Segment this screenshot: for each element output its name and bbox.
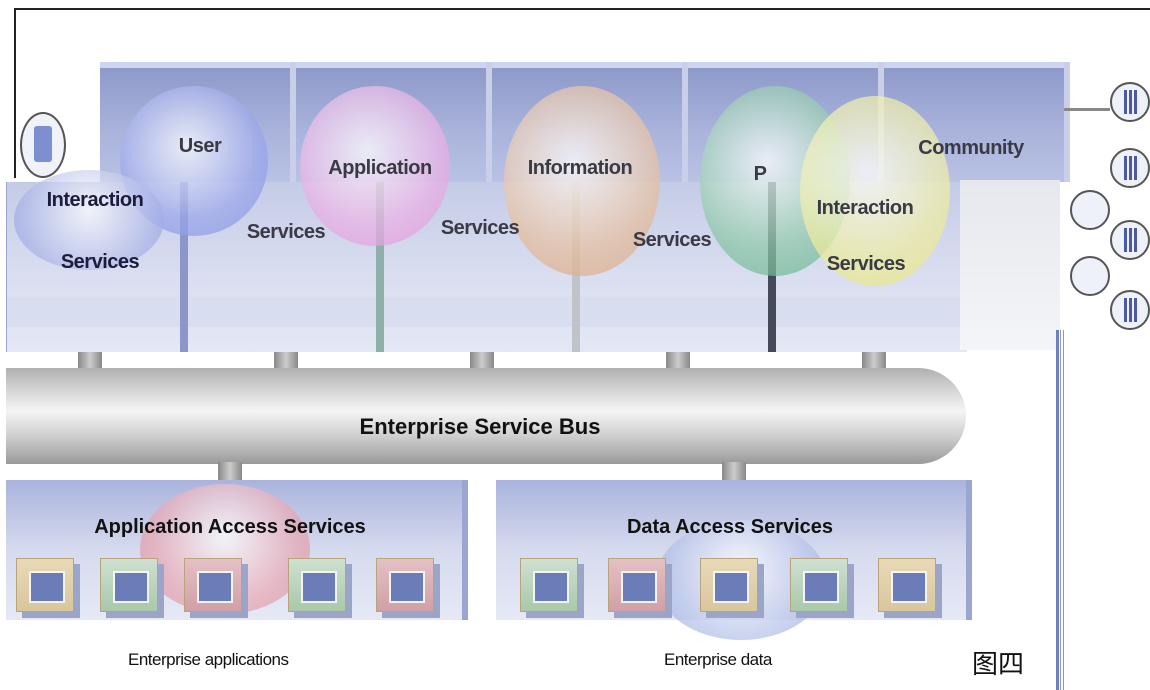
connector xyxy=(722,462,746,482)
gear-icon xyxy=(1070,256,1110,296)
interaction-bubble xyxy=(14,170,164,270)
data-access-label: Data Access Services xyxy=(626,516,834,538)
partner-interaction-label: Interaction xyxy=(816,197,914,219)
enterprise-applications-caption: Enterprise applications xyxy=(128,650,289,669)
connector-fan xyxy=(960,180,1060,350)
figure-label: 图四 xyxy=(972,649,1025,679)
column-divider xyxy=(180,182,188,352)
database-icon xyxy=(878,558,936,612)
interaction-services-label: Interaction xyxy=(46,189,144,211)
community-bubble xyxy=(800,96,950,286)
application-bubble xyxy=(300,86,450,246)
esb-label: Enterprise Service Bus xyxy=(359,414,601,439)
connector xyxy=(78,352,102,370)
frame-left-line xyxy=(14,8,16,178)
application-access-label: Application Access Services xyxy=(94,516,366,538)
connector xyxy=(470,352,494,370)
database-icon xyxy=(520,558,578,612)
connector xyxy=(666,352,690,370)
right-column xyxy=(1060,330,1150,690)
connector xyxy=(218,462,242,482)
application-icon xyxy=(16,558,74,612)
interaction-services-label-2: Services xyxy=(60,251,140,273)
application-services-label: Application xyxy=(328,157,432,179)
database-icon xyxy=(608,558,666,612)
information-services-label-2: Services xyxy=(440,217,520,239)
process-services-label: P xyxy=(753,163,767,185)
application-icon xyxy=(100,558,158,612)
user-services-label: User xyxy=(178,135,222,157)
enterprise-service-bus xyxy=(6,368,966,464)
enterprise-data-caption: Enterprise data xyxy=(664,650,772,669)
building-icon xyxy=(1110,290,1150,330)
application-icon xyxy=(184,558,242,612)
column-divider xyxy=(376,182,384,352)
application-icon xyxy=(376,558,434,612)
database-icon xyxy=(790,558,848,612)
information-services-label: Information xyxy=(527,157,633,179)
link-line xyxy=(1064,108,1110,111)
partner-interaction-label-2: Services xyxy=(826,253,906,275)
community-services-label: Community xyxy=(918,137,1024,159)
building-icon xyxy=(1110,148,1150,188)
information-bubble xyxy=(504,86,660,276)
connector xyxy=(862,352,886,370)
application-services-label-2: Services xyxy=(246,221,326,243)
database-icon xyxy=(700,558,758,612)
connector xyxy=(274,352,298,370)
process-services-label-2: Services xyxy=(632,229,712,251)
building-icon xyxy=(1110,82,1150,122)
gear-icon xyxy=(1070,190,1110,230)
phone-icon xyxy=(20,112,66,178)
application-icon xyxy=(288,558,346,612)
building-icon xyxy=(1110,220,1150,260)
frame-top-line xyxy=(14,8,1150,10)
